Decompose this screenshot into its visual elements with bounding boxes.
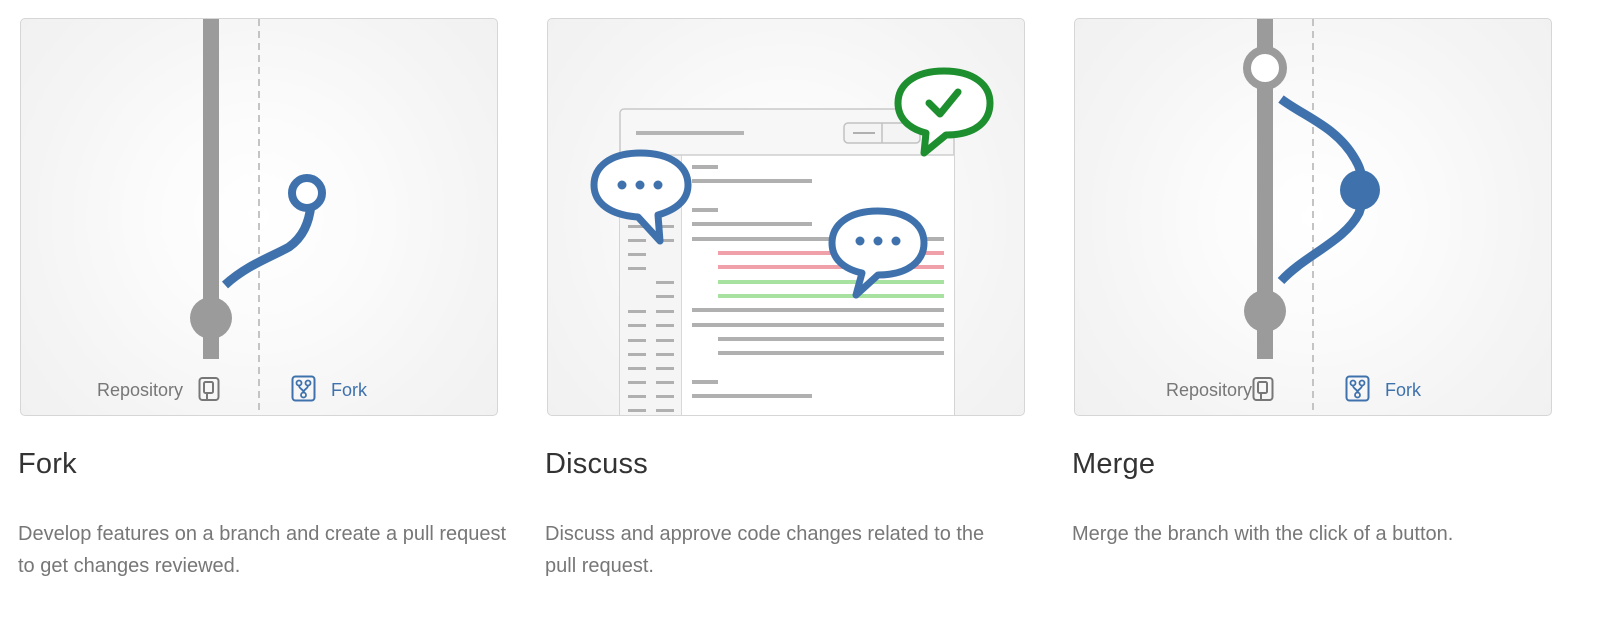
fork-label: Fork <box>331 380 368 400</box>
repository-icon <box>198 377 220 401</box>
fork-description: Develop features on a branch and create … <box>18 523 507 577</box>
repository-icon <box>1252 377 1274 401</box>
merge-commit-node <box>1243 46 1287 90</box>
fork-commit-node <box>288 174 326 212</box>
fork-label: Fork <box>1385 380 1422 400</box>
discuss-title: Discuss <box>545 448 648 480</box>
repository-label: Repository <box>1166 380 1252 400</box>
code-lines <box>692 165 944 398</box>
fork-branch-line <box>221 204 316 289</box>
repository-label: Repository <box>97 380 183 400</box>
discuss-illustration <box>547 18 1025 416</box>
comment-bubble-icon <box>828 207 928 299</box>
fork-illustration: Repository Fork <box>20 18 498 416</box>
repository-commit-node <box>1244 290 1286 332</box>
merge-description: Merge the branch with the click of a but… <box>1072 523 1454 545</box>
repository-commit-node <box>190 297 232 339</box>
merge-illustration: Repository Fork <box>1074 18 1552 416</box>
comment-bubble-icon <box>590 149 692 245</box>
added-lines <box>718 280 944 298</box>
fork-commit-node <box>1340 170 1380 210</box>
repository-branch-line <box>1257 19 1273 359</box>
fork-title: Fork <box>18 448 77 480</box>
repository-branch-line <box>203 19 219 359</box>
discuss-description: Discuss and approve code changes related… <box>545 523 985 577</box>
line-number-gutter <box>628 225 674 412</box>
checkmark-bubble-icon <box>894 67 994 157</box>
merge-title: Merge <box>1072 448 1156 480</box>
fork-icon <box>1345 375 1370 402</box>
fork-icon <box>291 375 316 402</box>
